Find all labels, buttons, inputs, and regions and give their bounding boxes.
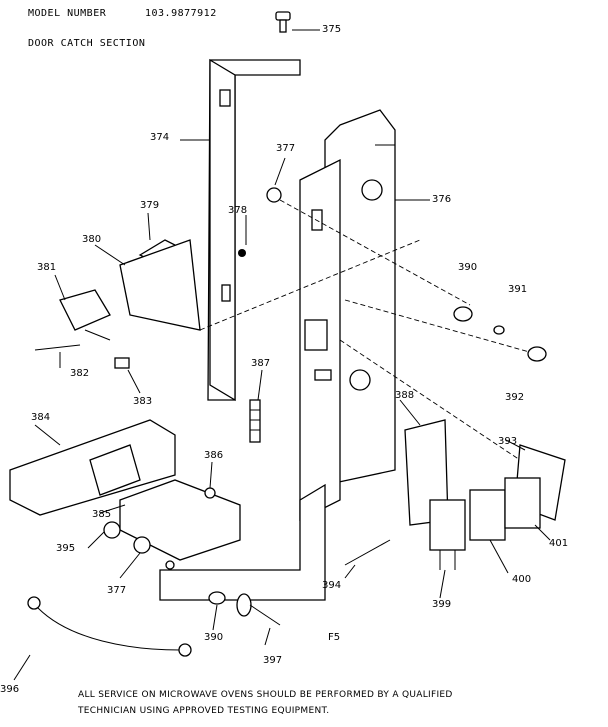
switch-400-drawing bbox=[469, 489, 506, 541]
part-label-396: 396 bbox=[0, 684, 20, 695]
service-note-line-2: TECHNICIAN USING APPROVED TESTING EQUIPM… bbox=[78, 706, 330, 716]
part-label-377-lower: 377 bbox=[107, 585, 127, 596]
part-label-397: 397 bbox=[263, 655, 283, 666]
part-label-387: 387 bbox=[251, 358, 271, 369]
model-number-label: MODEL NUMBER bbox=[28, 8, 107, 19]
part-label-383: 383 bbox=[133, 396, 153, 407]
part-label-379: 379 bbox=[140, 200, 160, 211]
washer-392-drawing bbox=[527, 346, 547, 362]
nut-383-drawing bbox=[114, 357, 130, 369]
page-code: F5 bbox=[328, 632, 341, 643]
washer-391-drawing bbox=[493, 325, 505, 335]
washer-390b-drawing bbox=[208, 591, 226, 605]
screw-382-drawing bbox=[34, 344, 81, 351]
bracket-374-drawing bbox=[180, 58, 301, 402]
handle-384-drawing bbox=[9, 419, 176, 516]
part-label-400: 400 bbox=[512, 574, 532, 585]
pin-394-drawing bbox=[344, 539, 391, 566]
nut-377-drawing bbox=[266, 187, 282, 203]
part-label-394: 394 bbox=[322, 580, 342, 591]
part-label-381: 381 bbox=[37, 262, 57, 273]
switch-399-drawing bbox=[429, 499, 466, 570]
model-number-value: 103.9877912 bbox=[145, 8, 217, 19]
part-label-390: 390 bbox=[458, 262, 478, 273]
screw-397-drawing bbox=[236, 593, 281, 626]
nut-395-drawing bbox=[103, 521, 121, 539]
part-label-376: 376 bbox=[432, 194, 452, 205]
section-title: DOOR CATCH SECTION bbox=[28, 38, 146, 49]
part-label-390-lower: 390 bbox=[204, 632, 224, 643]
switch-381-drawing bbox=[59, 289, 111, 341]
part-label-375: 375 bbox=[322, 24, 342, 35]
part-label-388: 388 bbox=[395, 390, 415, 401]
screw-375-drawing bbox=[275, 11, 320, 33]
part-label-378: 378 bbox=[228, 205, 248, 216]
washer-390-drawing bbox=[453, 306, 473, 322]
part-label-386: 386 bbox=[204, 450, 224, 461]
part-label-374: 374 bbox=[150, 132, 170, 143]
frame-376-drawing bbox=[159, 109, 430, 601]
part-label-399: 399 bbox=[432, 599, 452, 610]
ground-wire-396-drawing bbox=[27, 596, 192, 657]
part-label-384: 384 bbox=[31, 412, 51, 423]
part-label-393: 393 bbox=[498, 436, 518, 447]
screw-386-drawing bbox=[204, 487, 216, 499]
part-label-382: 382 bbox=[70, 368, 90, 379]
part-label-380: 380 bbox=[82, 234, 102, 245]
part-label-391: 391 bbox=[508, 284, 528, 295]
service-note-line-1: ALL SERVICE ON MICROWAVE OVENS SHOULD BE… bbox=[78, 690, 453, 700]
plate-380-drawing bbox=[119, 239, 201, 331]
part-label-395: 395 bbox=[56, 543, 76, 554]
switch-401-drawing bbox=[504, 477, 541, 529]
part-label-377: 377 bbox=[276, 143, 296, 154]
part-label-385: 385 bbox=[92, 509, 112, 520]
part-label-392: 392 bbox=[505, 392, 525, 403]
nut-377b-drawing bbox=[133, 536, 151, 554]
part-label-401: 401 bbox=[549, 538, 569, 549]
spring-387-drawing bbox=[249, 399, 261, 443]
